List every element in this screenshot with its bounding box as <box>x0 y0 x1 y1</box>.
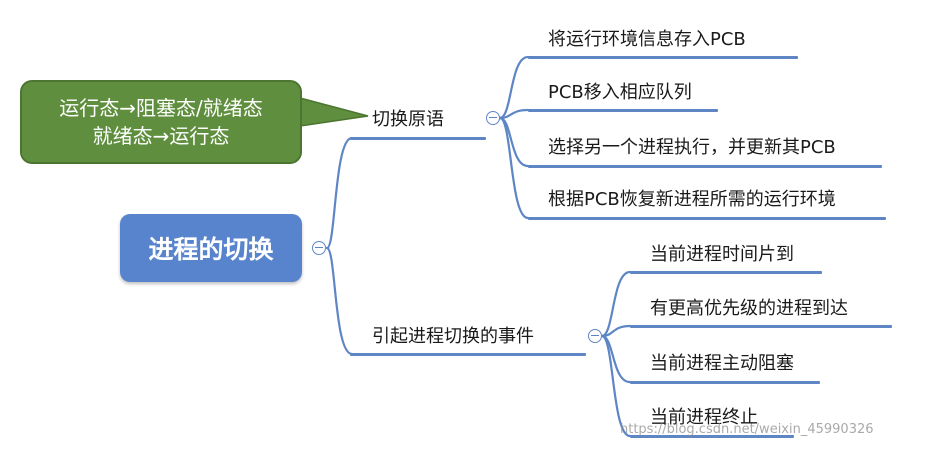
callout-line-2: 就绪态→运行态 <box>92 124 230 148</box>
branch-switch-primitive-collapse-icon[interactable] <box>486 111 500 125</box>
callout-line-1: 运行态→阻塞态/就绪态 <box>59 96 263 120</box>
child-active-block-underline <box>630 381 820 384</box>
child-select-process[interactable]: 选择另一个进程执行，并更新其PCB <box>548 137 836 158</box>
callout-note: 运行态→阻塞态/就绪态 就绪态→运行态 <box>20 80 302 164</box>
child-restore-env-underline <box>528 217 886 220</box>
root-collapse-icon[interactable] <box>312 241 326 255</box>
root-topic-label: 进程的切换 <box>148 235 274 264</box>
child-higher-priority-underline <box>630 325 892 328</box>
child-restore-env[interactable]: 根据PCB恢复新进程所需的运行环境 <box>548 189 836 210</box>
child-terminate-underline <box>630 435 794 438</box>
branch-switch-primitive-underline <box>350 137 486 140</box>
branch-switch-events-collapse-icon[interactable] <box>588 329 602 343</box>
child-save-env-underline <box>528 56 798 59</box>
child-time-slice-underline <box>630 271 822 274</box>
child-move-pcb-underline <box>528 109 718 112</box>
child-save-env[interactable]: 将运行环境信息存入PCB <box>548 29 746 50</box>
branch-switch-events-underline <box>350 353 586 356</box>
child-terminate[interactable]: 当前进程终止 <box>650 407 758 428</box>
child-time-slice[interactable]: 当前进程时间片到 <box>650 244 794 265</box>
branch-switch-primitive[interactable]: 切换原语 <box>372 109 444 130</box>
callout-pointer <box>299 97 369 127</box>
child-higher-priority[interactable]: 有更高优先级的进程到达 <box>650 298 848 319</box>
child-select-process-underline <box>528 165 882 168</box>
child-active-block[interactable]: 当前进程主动阻塞 <box>650 353 794 374</box>
watermark-text: https://blog.csdn.net/weixin_45990326 <box>620 422 874 437</box>
child-move-pcb[interactable]: PCB移入相应队列 <box>548 82 692 103</box>
branch-switch-events[interactable]: 引起进程切换的事件 <box>372 326 534 347</box>
root-topic[interactable]: 进程的切换 <box>120 214 302 282</box>
